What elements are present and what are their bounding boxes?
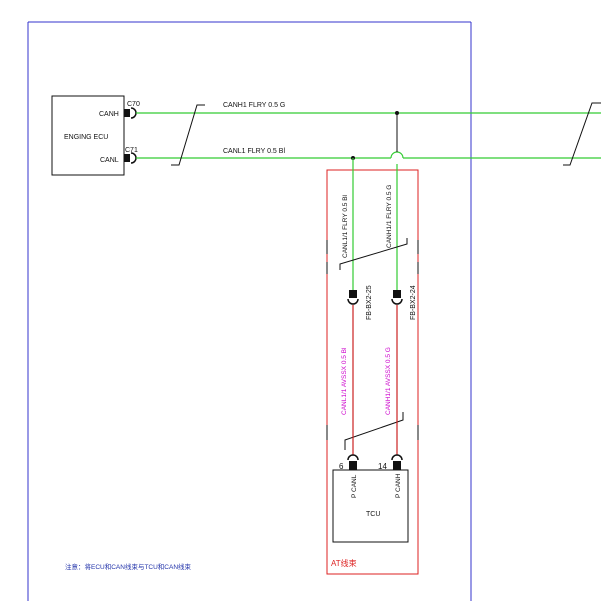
ecu-canh-label: CANH bbox=[99, 111, 119, 118]
tcu-pin-l-label: P CANL bbox=[351, 474, 358, 498]
harness-label: AT线束 bbox=[331, 558, 357, 568]
tcu-name: TCU bbox=[366, 511, 380, 518]
engine-ecu: ENGING ECU CANH CANL C70 C71 bbox=[51, 95, 140, 176]
inline-connector-left bbox=[347, 290, 359, 305]
ecu-pin-c70-no: C70 bbox=[127, 101, 140, 108]
canh-main-wire-label: CANH1 FLRY 0.5 G bbox=[223, 102, 285, 109]
harness-dash-marks bbox=[326, 240, 419, 440]
canl-branch-label: CANL1/1 FLRY 0.5 Bl bbox=[342, 194, 349, 258]
connector-left-label: FB-BX2-25 bbox=[366, 285, 373, 320]
canh-tcu-label: CANH1/1 AVSSX 0.5 G bbox=[385, 347, 392, 415]
at-harness-boundary bbox=[326, 169, 419, 575]
can-main-wires bbox=[136, 112, 601, 159]
tcu: 6 14 P CANL P CANH TCU bbox=[332, 454, 409, 543]
ecu-name: ENGING ECU bbox=[64, 134, 108, 141]
ecu-canl-label: CANL bbox=[100, 157, 119, 164]
inline-connector-right bbox=[391, 290, 403, 305]
tcu-pin-6 bbox=[349, 461, 357, 470]
ecu-pin-c71 bbox=[124, 154, 130, 162]
twist-markers bbox=[339, 238, 408, 450]
connector-right-label: FB-BX2-24 bbox=[410, 285, 417, 320]
tcu-pin-6-no: 6 bbox=[339, 462, 344, 471]
branch-wires-green bbox=[352, 158, 398, 290]
note-text: 注意：将ECU和CAN线束与TCU和CAN线束 bbox=[65, 562, 192, 571]
canh-branch-label: CANH1/1 FLRY 0.5 G bbox=[386, 185, 393, 248]
tcu-pin-14-no: 14 bbox=[378, 462, 387, 471]
ecu-pin-c70 bbox=[124, 109, 130, 117]
canl-tcu-label: CANL1/1 AVSSX 0.5 Bl bbox=[341, 347, 348, 415]
break-symbols bbox=[171, 102, 601, 166]
tcu-pin-h-label: P CANH bbox=[395, 473, 402, 498]
tcu-pin-14 bbox=[393, 461, 401, 470]
drawing-frame bbox=[27, 21, 472, 601]
tcu-wires-red bbox=[352, 305, 398, 455]
canl-main-wire-label: CANL1 FLRY 0.5 Bl bbox=[223, 148, 285, 155]
ecu-pin-c71-no: C71 bbox=[125, 147, 138, 154]
canl-crossover bbox=[390, 151, 404, 159]
